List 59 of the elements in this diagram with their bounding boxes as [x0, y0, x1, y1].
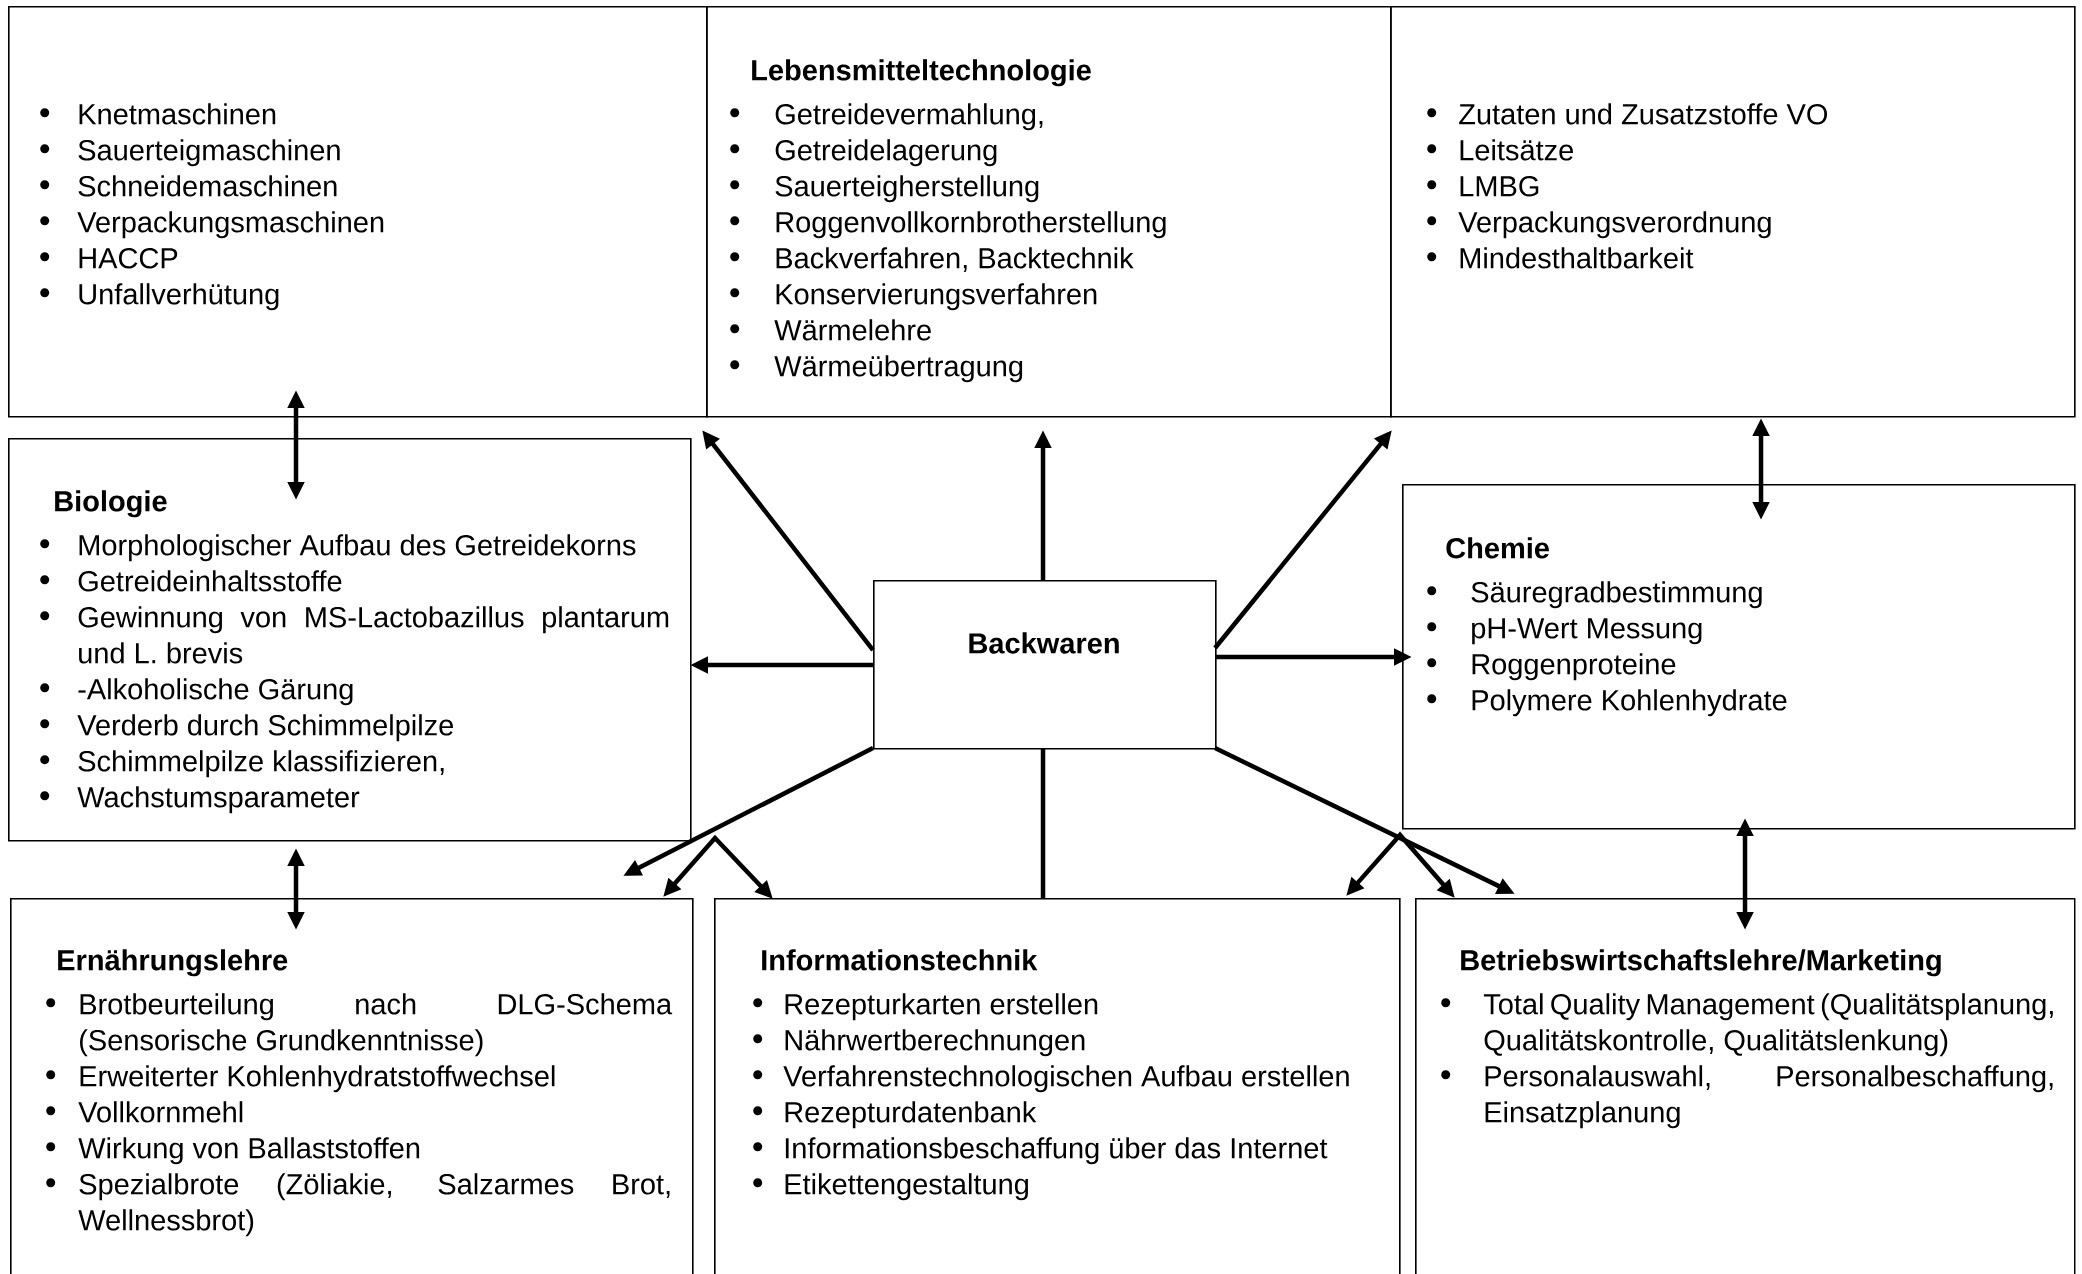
list-item: Getreidelagerung [730, 139, 997, 167]
topic-box [706, 6, 1392, 418]
list-item: Spezialbrote (Zöliakie, Salzarmes Brot, Wellnessbrot) [46, 1173, 670, 1237]
heading: Informationstechnik [762, 949, 1038, 971]
heading: Lebensmitteltechnologie [752, 59, 1091, 87]
list-item: Konservierungsverfahren [730, 283, 1097, 311]
topic-box [1402, 484, 2076, 830]
list-item: Getreidevermahlung, [730, 103, 1043, 131]
list-item: Wärmelehre [730, 319, 931, 341]
topic-box [10, 898, 694, 1274]
list-item: Verpackungsverordnung [1427, 211, 1771, 239]
list-item: Wirkung von Ballaststoffen [46, 1137, 420, 1165]
topic-box [8, 438, 692, 842]
list-item: Vollkornmehl [46, 1101, 243, 1123]
list-item: Sauerteigmaschinen [40, 139, 340, 167]
list-item: Unfallverhütung [40, 283, 279, 311]
list-item: Knetmaschinen [40, 103, 276, 125]
list-item: Rezepturdatenbank [753, 1101, 1037, 1129]
list-item: Total Quality Management (Qualitätsplanung, Qualitätskontrolle, Qualitätslenkung) [1441, 993, 2053, 1057]
list-item: Nährwertberechnungen [753, 1029, 1085, 1057]
heading: Chemie [1446, 537, 1549, 559]
list-item: Verfahrenstechnologischen Aufbau erstellen [753, 1065, 1349, 1093]
list-item: Morphologischer Aufbau des Getreidekorns [40, 534, 636, 562]
list-item: Informationsbeschaffung über das Internet [753, 1137, 1328, 1165]
list-item: Mindesthaltbarkeit [1427, 247, 1694, 269]
list-item: Polymere Kohlenhydrate [1427, 689, 1787, 717]
list-item: Erweiterter Kohlenhydratstoffwechsel [46, 1065, 555, 1093]
list-item: Personalauswahl, Personalbeschaffung, Einsatzplanung [1441, 1065, 2053, 1129]
list-item: Backverfahren, Backtechnik [730, 247, 1134, 272]
list-item: Getreideinhaltsstoffe [40, 570, 342, 592]
heading: Biologie [55, 490, 167, 518]
list-item: Gewinnung von MS-Lactobazillus plantarum und L. brevis [40, 606, 669, 664]
heading: Betriebswirtschaftslehre/Marketing [1461, 949, 1941, 977]
topic-box [873, 580, 1217, 750]
list-item: Säuregradbestimmung [1427, 581, 1762, 609]
list-item: Leitsätze [1427, 139, 1573, 161]
list-item: LMBG [1427, 175, 1539, 197]
heading: Backwaren [969, 632, 1119, 654]
list-item: Roggenproteine [1427, 653, 1676, 681]
list-item: -Alkoholische Gärung [40, 678, 353, 706]
list-item: Schneidemaschinen [40, 175, 337, 197]
list-item: Roggenvollkornbrotherstellung [730, 211, 1166, 239]
topic-box [714, 898, 1401, 1274]
list-item: Wärmeübertragung [730, 355, 1023, 383]
list-item: HACCP [40, 247, 178, 269]
list-item: Schimmelpilze klassifizieren, [40, 750, 444, 778]
list-item: Verpackungsmaschinen [40, 211, 384, 239]
list-item: Rezepturkarten erstellen [753, 993, 1098, 1021]
heading: Ernährungslehre [58, 949, 288, 977]
list-item: Sauerteigherstellung [730, 175, 1039, 203]
topic-box [1415, 898, 2076, 1274]
list-item: Wachstumsparameter [40, 786, 360, 814]
topic-box [1390, 6, 2076, 418]
list-item: Zutaten und Zusatzstoffe VO [1427, 103, 1828, 125]
topic-box [8, 6, 708, 418]
list-item: Verderb durch Schimmelpilze [40, 714, 453, 742]
list-item: pH-Wert Messung [1427, 618, 1702, 645]
list-item: Etikettengestaltung [753, 1173, 1028, 1201]
list-item: Brotbeurteilung nach DLG-Schema (Sensorische Grundkenntnisse) [46, 993, 673, 1057]
